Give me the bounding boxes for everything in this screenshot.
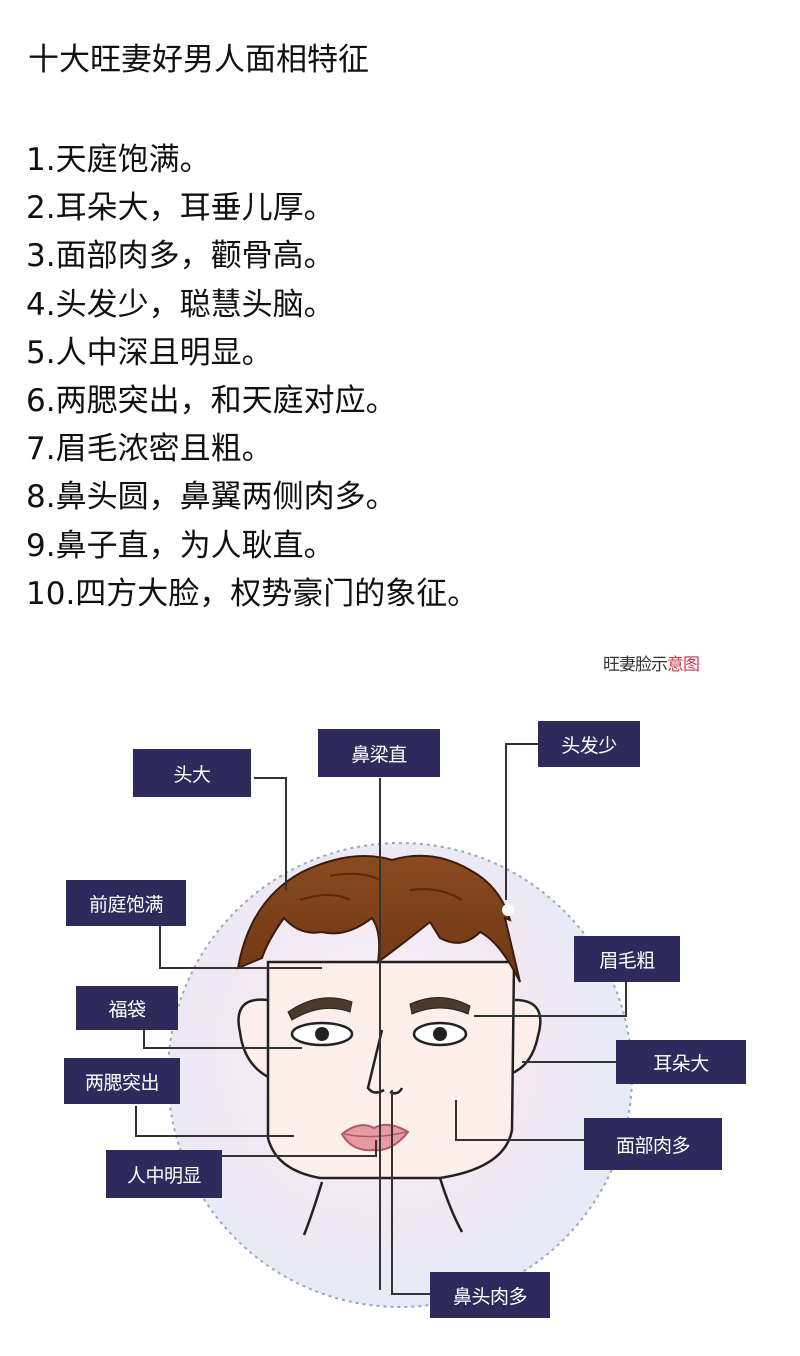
right-ear <box>509 998 542 1076</box>
label-full-forehead: 前庭饱满 <box>66 880 186 926</box>
hair-strand-icon <box>299 872 463 901</box>
list-item: 10.四方大脸，权势豪门的象征。 <box>26 575 479 612</box>
list-item: 7.眉毛浓密且粗。 <box>26 431 273 468</box>
label-fleshy-face: 面部肉多 <box>584 1118 722 1170</box>
page-title: 十大旺妻好男人面相特征 <box>28 42 369 78</box>
right-pupil <box>433 1027 447 1041</box>
list-item: 4.头发少，聪慧头脑。 <box>26 286 335 323</box>
label-head-big: 头大 <box>133 749 251 797</box>
label-philtrum: 人中明显 <box>106 1150 222 1198</box>
label-big-ears: 耳朵大 <box>616 1040 746 1084</box>
label-nose-tip: 鼻头肉多 <box>430 1272 550 1318</box>
feature-list: 1.天庭饱满。 2.耳朵大，耳垂儿厚。 3.面部肉多，颧骨高。 4.头发少，聪慧… <box>26 136 478 618</box>
neck <box>302 1177 464 1236</box>
caption-main: 旺妻脸示 <box>603 655 668 675</box>
list-item: 6.两腮突出，和天庭对应。 <box>26 383 397 420</box>
list-item: 3.面部肉多，颧骨高。 <box>26 238 335 275</box>
leader-lines <box>135 743 627 1295</box>
list-item: 5.人中深且明显。 <box>26 334 273 371</box>
hair-marker <box>502 904 514 916</box>
list-item: 8.鼻头圆，鼻翼两侧肉多。 <box>26 479 397 516</box>
caption-accent: 意图 <box>667 655 700 675</box>
left-ear <box>237 998 271 1080</box>
left-eyebrow <box>287 997 353 1021</box>
mouth-line <box>343 1131 407 1138</box>
right-eyebrow <box>409 996 471 1015</box>
list-item: 2.耳朵大，耳垂儿厚。 <box>26 190 335 227</box>
label-eye-bags: 福袋 <box>76 986 178 1030</box>
list-item: 1.天庭饱满。 <box>26 142 211 178</box>
list-item: 9.鼻子直，为人耿直。 <box>26 527 335 564</box>
label-less-hair: 头发少 <box>538 721 640 767</box>
diagram-caption: 旺妻脸示意图 <box>603 650 700 675</box>
face-diagram <box>135 743 633 1308</box>
label-cheeks: 两腮突出 <box>64 1058 180 1104</box>
label-nose-bridge: 鼻梁直 <box>318 729 440 777</box>
label-thick-brows: 眉毛粗 <box>574 936 680 982</box>
left-pupil <box>315 1027 329 1041</box>
